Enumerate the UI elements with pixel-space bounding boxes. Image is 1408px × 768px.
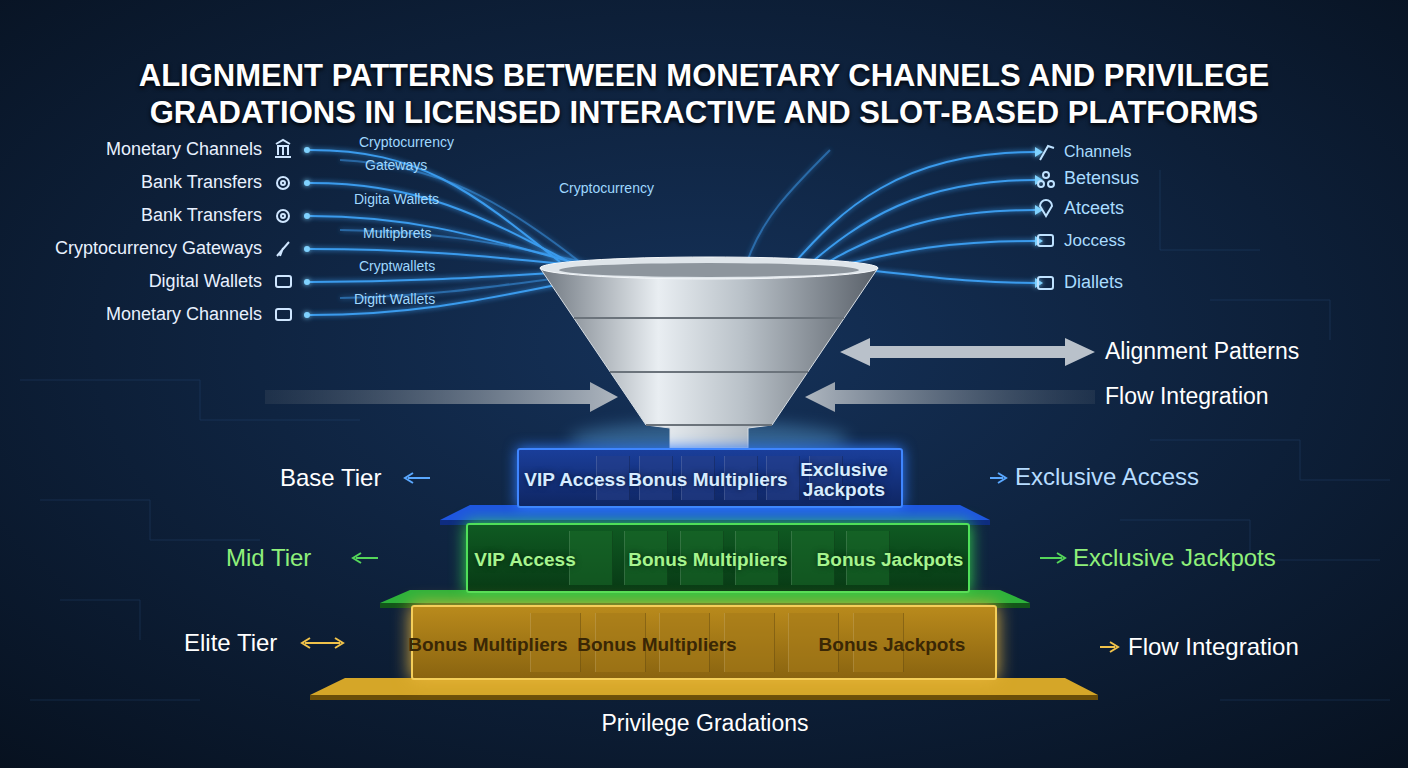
text-label: Betensus bbox=[1064, 169, 1139, 189]
text-label: Mid Tier bbox=[226, 545, 311, 571]
text-label: Digitt Wallets bbox=[354, 292, 435, 307]
text-label: Gateways bbox=[365, 158, 427, 173]
tier-cell-text: Bonus Jackpots bbox=[812, 635, 972, 655]
diagram-title: ALIGNMENT PATTERNS BETWEEN MONETARY CHAN… bbox=[34, 57, 1374, 131]
text-label: Cryptwallets bbox=[359, 259, 435, 274]
text-label: Privilege Gradations bbox=[601, 711, 808, 736]
text-label: Digita Wallets bbox=[354, 192, 439, 207]
text-label: Exclusive Access bbox=[1015, 464, 1199, 490]
tier-cell-text: Bonus Multipliers bbox=[628, 470, 788, 490]
text-label: Diallets bbox=[1064, 273, 1123, 293]
tier-cell-text: Bonus Multipliers bbox=[577, 635, 737, 655]
text-label: Multipbrets bbox=[363, 226, 431, 241]
tier-cell-text: Bonus Multipliers bbox=[628, 550, 788, 570]
text-label: Monetary Channels bbox=[106, 305, 262, 325]
text-label: Channels bbox=[1064, 143, 1132, 161]
text-label: Monetary Channels bbox=[106, 140, 262, 160]
tier-cell-text: Bonus Multipliers bbox=[408, 635, 568, 655]
text-label: Cryptocurrency bbox=[359, 135, 454, 150]
text-label: Base Tier bbox=[280, 465, 381, 491]
tier-cell-text: Exclusive Jackpots bbox=[764, 460, 924, 500]
text-label: Flow Integration bbox=[1105, 384, 1269, 409]
text-label: Joccess bbox=[1064, 232, 1125, 251]
text-label: Bank Transfers bbox=[141, 206, 262, 226]
text-label: Alignment Patterns bbox=[1105, 339, 1299, 364]
tier-band: VIP AccessBonus MultipliersBonus Jackpot… bbox=[466, 523, 970, 593]
text-label: Exclusive Jackpots bbox=[1073, 545, 1276, 571]
text-label: Elite Tier bbox=[184, 630, 277, 656]
text-label: Flow Integration bbox=[1128, 634, 1299, 660]
text-label: Cryptocurrency bbox=[559, 181, 654, 196]
tier-cell-text: VIP Access bbox=[445, 550, 605, 570]
text-label: Cryptocurrency Gateways bbox=[55, 239, 262, 259]
text-label: Atceets bbox=[1064, 199, 1124, 219]
tier-cell-text: Bonus Jackpots bbox=[810, 550, 970, 570]
text-label: Digital Wallets bbox=[149, 272, 262, 292]
tier-band: VIP AccessBonus MultipliersExclusive Jac… bbox=[517, 448, 903, 508]
tier-band: Bonus Multipliers Bonus Multipliers Bonus … bbox=[411, 605, 997, 680]
text-label: Bank Transfers bbox=[141, 173, 262, 193]
